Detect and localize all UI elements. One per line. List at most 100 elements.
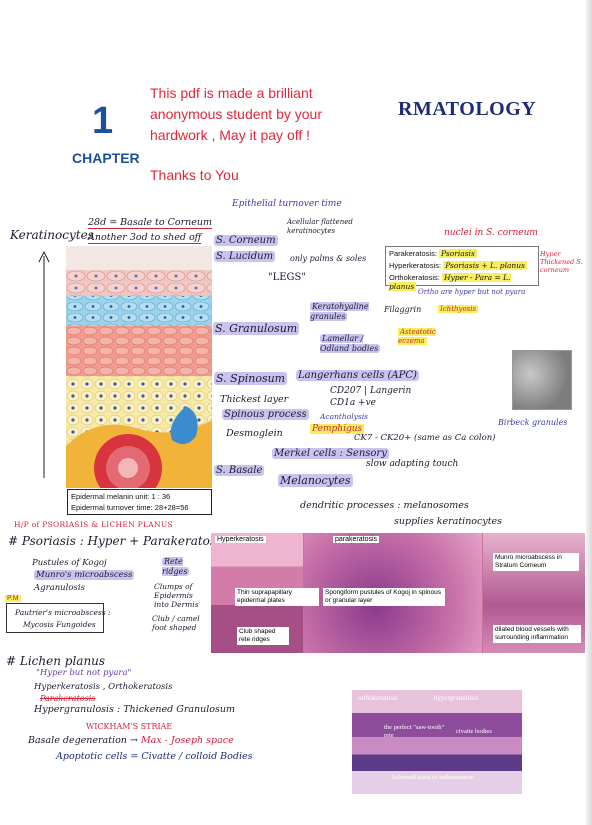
lichen-line-4: Apoptotic cells = Civatte / colloid Bodi…	[56, 751, 253, 762]
keratosis-row-2: Hyperkeratosis: Psoriasis + L. planus	[389, 261, 527, 270]
thickest-layer-note: Thickest layer	[220, 394, 289, 405]
label-spongiform: Spongiform pustules of Kogoj in spinous …	[323, 588, 445, 606]
pemphigus-note: Pemphigus	[310, 424, 365, 434]
layer-spinosum-label: S. Spinosum	[214, 372, 288, 385]
label-saw-tooth: the perfect "saw-tooth" rete	[384, 724, 445, 739]
label-hyperkeratosis: Hyperkeratosis	[215, 536, 266, 543]
pm-box: P.M Pautrier's microabscess : Mycosis Fu…	[5, 595, 111, 633]
psoriasis-item-3: Agranulosis	[34, 583, 85, 593]
psoriasis-banner: H/P of PSORIASIS & LICHEN PLANUS	[14, 520, 173, 529]
turnover-line-1: 28d = Basale to Corneum	[88, 217, 212, 229]
arrow-right-icon: →	[129, 735, 141, 746]
label-thin-plates: Thin suprapapillary epidermal plates	[235, 588, 319, 606]
keratosis-row-2-label: Hyperkeratosis:	[389, 261, 442, 270]
turnover-time: Epidermal turnover time: 28+28=56	[71, 503, 189, 512]
label-club-rete: Club shaped rete ridges	[237, 627, 289, 645]
supplies-note: supplies keratinocytes	[394, 516, 503, 527]
ichthyosis-label: Ichthyosis	[438, 305, 479, 313]
promo-line-2: anonymous student by your	[150, 106, 322, 122]
acantholysis-note: Acantholysis	[320, 412, 369, 421]
turnover-line-2-text: Another 3od to shed off	[88, 232, 202, 244]
slow-touch-note: slow adapting touch	[366, 459, 459, 469]
turnover-line-2: Another 3od to shed off	[88, 232, 202, 244]
lichen-title: # Lichen planus	[6, 654, 106, 668]
lichen-basale-text: Basale degeneration	[28, 735, 127, 746]
layer-basale-label: S. Basale	[214, 465, 265, 476]
merkel-note: Merkel cells : Sensory	[272, 448, 389, 459]
pm-text-2: Mycosis Fungoides	[23, 620, 96, 629]
epidermis-diagram	[66, 246, 212, 488]
birbeck-note: Birbeck granules	[498, 418, 568, 427]
lamellar-note: Lamellar / Odland bodies	[320, 334, 382, 354]
lamellar-label: Lamellar / Odland bodies	[320, 334, 381, 353]
keratosis-row-1-value: Psoriasis	[439, 249, 477, 258]
keratosis-side-note: Hyper Thickened S. corneum	[540, 250, 583, 274]
desmoglein-note: Desmoglein	[226, 428, 283, 439]
dendritic-note: dendritic processes : melanosomes	[300, 500, 469, 511]
keratohyaline-label: Keratohyaline granules	[310, 302, 369, 321]
layer-lucidum-label: S. Lucidum	[214, 251, 276, 262]
psoriasis-histology: Hyperkeratosis parakeratosis Munro micro…	[211, 533, 585, 653]
psoriasis-title: # Psoriasis : Hyper + Parakeratosis	[8, 534, 227, 548]
thanks-text: Thanks to You	[150, 167, 239, 183]
epidermis-illustration	[66, 246, 212, 488]
pm-label: P.M	[5, 595, 21, 602]
layer-corneum: S. Corneum	[214, 235, 278, 246]
filaggrin-note: Filaggrin	[384, 305, 422, 314]
promo-line-1: This pdf is made a brilliant	[150, 85, 313, 101]
lichen-line-2: Hypergranulosis : Thickened Granulosum	[34, 704, 236, 715]
psoriasis-item-1: Pustules of Kogoj	[32, 558, 107, 568]
chapter-label: CHAPTER	[72, 150, 140, 166]
langerhans-note: Langerhans cells (APC)	[296, 370, 419, 381]
label-orthokeratosis: orthokeratosis	[358, 694, 398, 702]
label-lichenoid-band: lichenoid band of inflammation	[392, 774, 475, 781]
epithelial-turnover-note: Epithelial turnover time	[232, 199, 342, 209]
birbeck-micrograph	[512, 350, 572, 410]
asteatotic-note: Asteatotic eczema	[398, 328, 444, 346]
layer-corneum-label: S. Corneum	[214, 235, 278, 246]
chapter-number: 1	[92, 100, 114, 142]
corneum-note: Acellular flattened keratinocytes	[287, 218, 353, 235]
melanocytes-note: Melanocytes	[278, 474, 353, 487]
nuclei-note: nuclei in S. corneum	[444, 228, 538, 238]
lichen-histology: orthokeratosis hypergranulosis the perfe…	[352, 690, 522, 794]
langerhans-label: Langerhans cells (APC)	[296, 370, 419, 381]
lichen-parakeratosis: Parakeratosis	[40, 694, 96, 703]
melanocytes-label: Melanocytes	[278, 474, 353, 487]
cd1a-note: CD1a +ve	[330, 398, 377, 408]
page-edge	[586, 0, 592, 825]
spinous-process-label: Spinous process	[222, 409, 309, 420]
page-title: RMATOLOGY	[398, 98, 537, 120]
clumps-note: Clumps of Epidermis into Dermis	[154, 582, 199, 609]
lichen-line-1: Hyperkeratosis , Orthokeratosis	[34, 682, 173, 692]
spinous-process-note: Spinous process	[222, 409, 309, 420]
layer-granulosum: S. Granulosum	[213, 322, 300, 335]
promo-line-3: hardwork , May it pay off !	[150, 127, 311, 143]
layer-granulosum-label: S. Granulosum	[213, 322, 300, 335]
club-note: Club / camel foot shaped	[152, 614, 200, 632]
keratosis-footer: Ortho are hyper but not pyara	[418, 288, 526, 296]
label-munro: Munro microabscess in Stratum Corneum	[493, 553, 579, 571]
psoriasis-item-2-label: Munro's microabscess	[34, 570, 135, 580]
lichen-quote: "Hyper but not pyara"	[36, 668, 132, 678]
keratosis-row-1-label: Parakeratosis:	[389, 249, 437, 258]
upward-arrow-icon	[38, 250, 50, 478]
legs-mnemonic: "LEGS"	[268, 272, 306, 283]
lucidum-note: only palms & soles	[290, 254, 367, 263]
melanin-unit: Epidermal melanin unit: 1 : 36	[71, 492, 171, 501]
layer-lucidum: S. Lucidum	[214, 251, 276, 262]
keratosis-row-3: Orthokeratosis: Hyper - Para = L. planus	[389, 273, 538, 291]
psoriasis-item-2: Munro's microabscess	[34, 570, 135, 580]
pm-text-1: Pautrier's microabscess :	[15, 608, 111, 617]
label-hypergranulosis: hypergranulosis	[434, 694, 479, 702]
keratosis-row-1: Parakeratosis: Psoriasis	[389, 249, 477, 258]
label-civatte: civatte bodies	[456, 728, 492, 735]
cd207-note: CD207 | Langerin	[330, 386, 412, 396]
merkel-label: Merkel cells : Sensory	[272, 448, 389, 459]
wickham-striae: WICKHAM'S STRIAE	[86, 722, 173, 731]
rete-ridges-label: Rete ridges	[162, 557, 190, 576]
asteatotic-label: Asteatotic eczema	[398, 328, 436, 345]
layer-basale: S. Basale	[214, 465, 265, 476]
epidermis-box: Epidermal melanin unit: 1 : 36 Epidermal…	[67, 489, 212, 515]
